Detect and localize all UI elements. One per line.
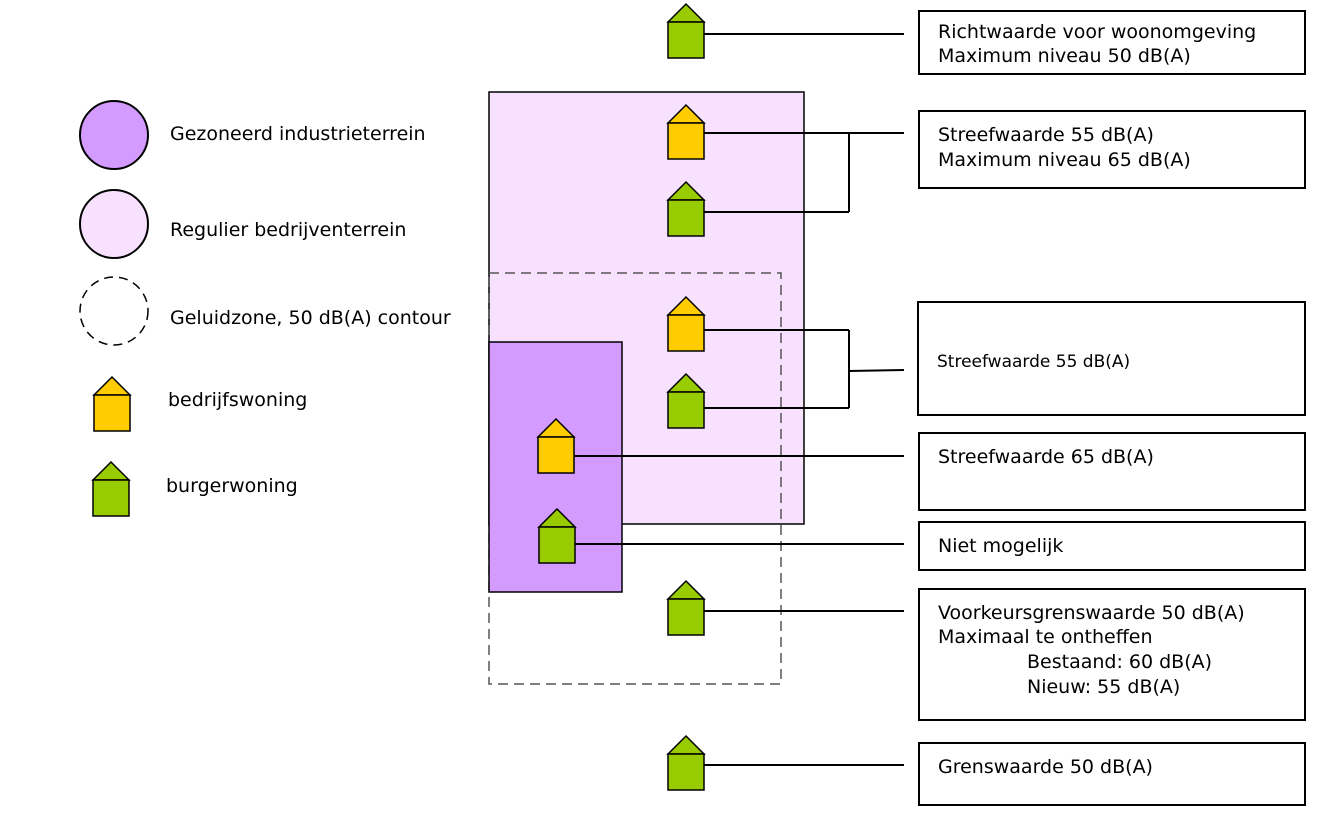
box-streefwaarde-55: Streefwaarde 55 dB(A) (917, 301, 1306, 416)
legend-burgerwoning-icon (91, 460, 131, 517)
legend-bedrijfswoning-label: bedrijfswoning (168, 389, 307, 411)
bedrijfswoning-icon (666, 295, 706, 352)
legend-bedrijfswoning-icon (92, 375, 132, 432)
legend-zone-swatch (79, 276, 149, 346)
box-voorkeursgrenswaarde: Voorkeursgrenswaarde 50 dB(A) Maximaal t… (918, 588, 1306, 721)
legend-industrial-label: Gezoneerd industrieterrein (170, 123, 426, 145)
box-text: Richtwaarde voor woonomgeving (938, 21, 1256, 43)
legend: Gezoneerd industrieterrein Regulier bedr… (79, 100, 451, 517)
box-text: Bestaand: 60 dB(A) (1027, 651, 1212, 673)
box-niet-mogelijk: Niet mogelijk (918, 521, 1306, 571)
box-text: Streefwaarde 55 dB(A) (937, 352, 1130, 372)
burgerwoning-icon (666, 180, 706, 237)
box-text: Maximum niveau 65 dB(A) (938, 149, 1191, 171)
connector-lines (574, 33, 905, 766)
box-streefwaarde-65: Streefwaarde 65 dB(A) (918, 432, 1306, 511)
box-text: Maximum niveau 50 dB(A) (938, 45, 1191, 67)
bedrijfswoning-icon (666, 103, 706, 160)
burgerwoning-icon (537, 507, 577, 564)
box-text: Grenswaarde 50 dB(A) (938, 756, 1153, 778)
burgerwoning-icon (666, 734, 706, 791)
box-text: Streefwaarde 65 dB(A) (938, 446, 1154, 468)
box-text: Streefwaarde 55 dB(A) (938, 124, 1154, 146)
box-text: Maximaal te ontheffen (938, 626, 1153, 648)
box-streefwaarde-55-max-65: Streefwaarde 55 dB(A) Maximum niveau 65 … (918, 110, 1306, 189)
legend-regular-label: Regulier bedrijventerrein (170, 219, 406, 241)
box-text: Nieuw: 55 dB(A) (1027, 676, 1180, 698)
box-text: Niet mogelijk (938, 535, 1063, 557)
legend-zone-label: Geluidzone, 50 dB(A) contour (170, 307, 451, 329)
burgerwoning-icon (666, 372, 706, 429)
burgerwoning-icon (666, 2, 706, 59)
legend-industrial-swatch (79, 100, 149, 170)
box-richtwaarde: Richtwaarde voor woonomgeving Maximum ni… (918, 10, 1306, 75)
burgerwoning-icon (666, 579, 706, 636)
box-text: Voorkeursgrenswaarde 50 dB(A) (938, 602, 1245, 624)
legend-burgerwoning-label: burgerwoning (166, 475, 298, 497)
legend-regular-swatch (79, 189, 149, 259)
box-grenswaarde: Grenswaarde 50 dB(A) (918, 742, 1306, 806)
